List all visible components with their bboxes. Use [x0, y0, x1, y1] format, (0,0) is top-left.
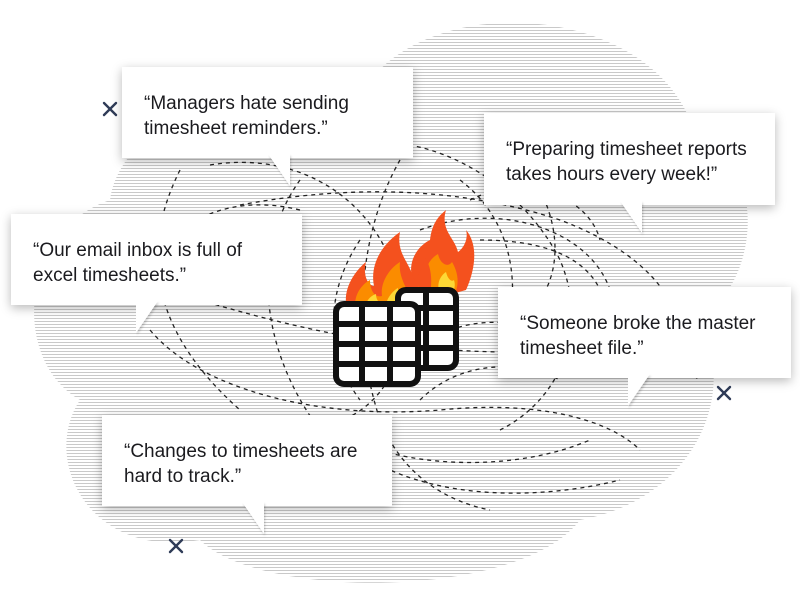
quote-bubble-managers: “Managers hate sending timesheet reminde…: [122, 67, 413, 158]
bubble-tail: [628, 374, 650, 406]
quote-bubble-reports: “Preparing timesheet reports takes hours…: [484, 113, 775, 205]
bubble-tail: [620, 201, 642, 233]
quote-text: “Managers hate sending timesheet reminde…: [144, 93, 349, 139]
sparkle-icon: [168, 538, 184, 554]
bubble-tail: [268, 154, 290, 186]
sparkle-icon: [716, 385, 732, 401]
quote-bubble-changes: “Changes to timesheets are hard to track…: [102, 415, 392, 506]
quote-text: “Our email inbox is full of excel timesh…: [33, 240, 243, 286]
quote-bubble-inbox: “Our email inbox is full of excel timesh…: [11, 214, 302, 305]
quote-bubble-master-file: “Someone broke the master timesheet file…: [498, 287, 791, 378]
quote-text: “Changes to timesheets are hard to track…: [124, 441, 358, 487]
front-spreadsheet: [333, 301, 421, 387]
quote-text: “Someone broke the master timesheet file…: [520, 313, 756, 359]
quote-text: “Preparing timesheet reports takes hours…: [506, 139, 747, 185]
burning-spreadsheet-icon: [333, 210, 475, 387]
bubble-tail: [136, 301, 158, 333]
sparkle-icon: [102, 101, 118, 117]
bubble-tail: [242, 502, 264, 534]
